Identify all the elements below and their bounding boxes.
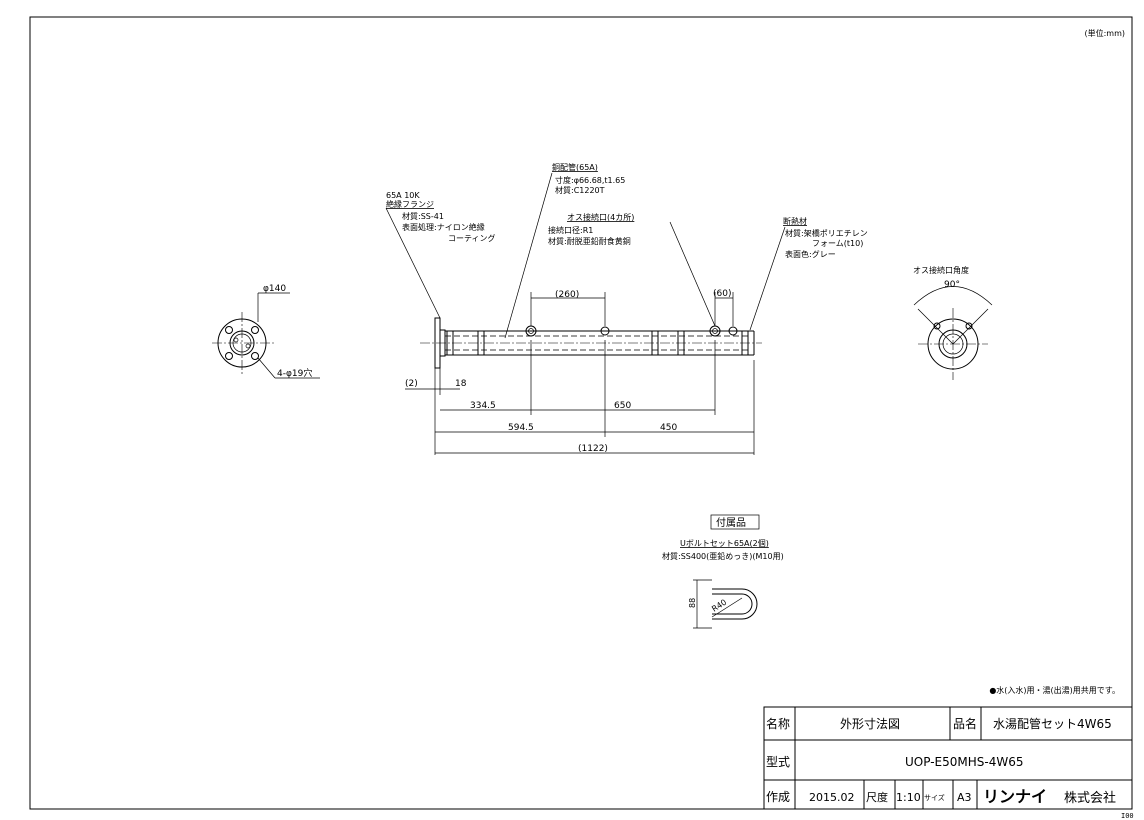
dimension-lines bbox=[405, 292, 755, 455]
port-angle-view bbox=[913, 286, 993, 380]
product-value: 水湯配管セット4W65 bbox=[993, 716, 1112, 731]
drawing-border bbox=[29, 16, 1133, 810]
name-value: 外形寸法図 bbox=[840, 717, 900, 731]
insulation-title: 断熱材 bbox=[783, 216, 807, 226]
dim-1122: (1122) bbox=[578, 444, 608, 454]
name-label: 名称 bbox=[766, 716, 790, 731]
port-angle-title: オス接続口角度 bbox=[913, 265, 969, 275]
pipe-material: 材質:C1220T bbox=[555, 185, 605, 195]
dim-18: 18 bbox=[455, 379, 467, 389]
accessory-title: 付属品 bbox=[716, 516, 746, 529]
leader-lines bbox=[385, 172, 786, 339]
title-block bbox=[763, 706, 1133, 810]
model-value: UOP-E50MHS-4W65 bbox=[905, 755, 1023, 769]
accessory-title-box bbox=[710, 514, 760, 530]
product-label: 品名 bbox=[953, 716, 977, 731]
created-value: 2015.02 bbox=[809, 791, 855, 804]
dim-594-5: 594.5 bbox=[508, 423, 534, 433]
pipe-title: 銅配管(65A) bbox=[552, 162, 598, 172]
port-angle-value: 90° bbox=[944, 280, 960, 290]
company-brand: リンナイ bbox=[983, 787, 1047, 806]
dim-334-5: 334.5 bbox=[470, 401, 496, 411]
male-port-material: 材質:耐脱亜鉛耐食黄銅 bbox=[548, 236, 631, 246]
male-port-size: 接続口径:R1 bbox=[548, 225, 593, 235]
company-suffix: 株式会社 bbox=[1064, 790, 1116, 806]
size-label: サイズ bbox=[924, 793, 945, 802]
u-bolt-height: 88 bbox=[688, 598, 697, 608]
flange-finish: 表面処理:ナイロン絶縁 bbox=[402, 222, 485, 232]
dim-60: (60) bbox=[713, 289, 731, 299]
corner-code: I00 bbox=[1121, 812, 1134, 820]
flange-front-view bbox=[212, 292, 320, 379]
dim-2: (2) bbox=[405, 379, 418, 389]
u-bolt-radius: R40 bbox=[710, 598, 728, 614]
flange-title: 絶縁フランジ bbox=[386, 199, 434, 209]
dim-450: 450 bbox=[660, 423, 677, 433]
size-value: A3 bbox=[957, 791, 972, 804]
accessory-item: Uボルトセット65A(2個) bbox=[680, 538, 769, 548]
flange-holes-label: 4-φ19穴 bbox=[277, 367, 312, 379]
accessory-material: 材質:SS400(亜鉛めっき)(M10用) bbox=[662, 551, 784, 561]
pipe-dimension: 寸度:φ66.68,t1.65 bbox=[555, 175, 625, 185]
scale-label: 尺度 bbox=[866, 790, 888, 804]
dim-260: (260) bbox=[555, 290, 579, 300]
insulation-color: 表面色:グレー bbox=[785, 249, 836, 259]
dim-650: 650 bbox=[614, 401, 631, 411]
male-port-title: オス接続口(4カ所) bbox=[567, 212, 634, 222]
created-label: 作成 bbox=[766, 790, 790, 804]
insulation-material: 材質:架橋ポリエチレン bbox=[785, 228, 868, 238]
model-label: 型式 bbox=[766, 755, 790, 769]
flange-material: 材質:SS-41 bbox=[402, 211, 444, 221]
pipe-side-view bbox=[420, 317, 762, 369]
flange-diameter-label: φ140 bbox=[263, 284, 286, 294]
flange-size-label: 65A 10K bbox=[386, 191, 420, 200]
scale-value: 1:10 bbox=[896, 791, 921, 804]
insulation-material-2: フォーム(t10) bbox=[812, 239, 863, 248]
flange-finish-2: コーティング bbox=[448, 233, 496, 243]
usage-note: ●水(入水)用・湯(出湯)用共用です。 bbox=[989, 685, 1120, 695]
u-bolt-drawing bbox=[693, 579, 758, 629]
unit-note: (単位:mm) bbox=[1084, 28, 1125, 38]
